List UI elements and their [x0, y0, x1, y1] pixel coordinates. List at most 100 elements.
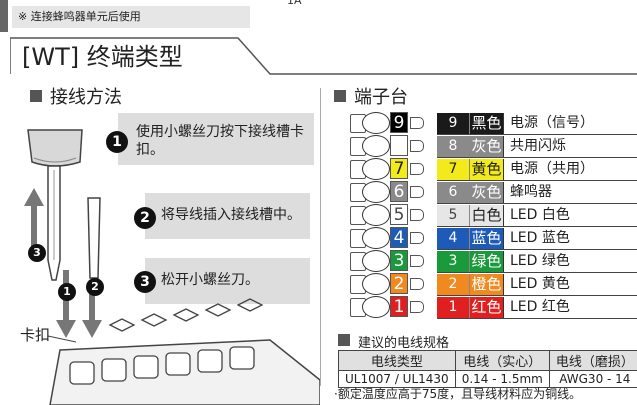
terminal-slot: 3 [350, 250, 428, 272]
spec-table: 电线类型 电线（实心） 电线（磨损） UL1007 / UL1430 0.14 … [338, 350, 637, 388]
spec-title: 建议的电线规格 [358, 336, 450, 351]
spec-heading: 建议的电线规格 [338, 332, 449, 351]
terminal-row-number: 7 [437, 159, 470, 180]
terminal-row-function: LED 红色 [510, 299, 570, 315]
top-right-text: 1A [287, 0, 302, 7]
spec-value-solid: 0.14 - 1.5mm [454, 370, 550, 388]
terminal-row-color: 蓝色 [470, 228, 504, 249]
terminal-row-color: 橙色 [470, 274, 504, 295]
slot-number: 5 [390, 204, 408, 225]
terminal-row-color: 灰色 [470, 182, 504, 203]
terminal-slot: 4 [350, 227, 428, 249]
slot-number: 1 [390, 296, 408, 317]
slot-hole [362, 227, 390, 249]
spec-header-solid: 电线（实心） [454, 350, 550, 371]
arrow-1-badge: 1 [58, 283, 76, 301]
slot-number: 9 [390, 112, 408, 133]
slot-hole [362, 296, 390, 318]
slot-pin [410, 186, 424, 198]
step-2-text: 将导线插入接线槽中。 [161, 207, 301, 223]
slot-pin [410, 117, 424, 129]
slot-number: 8 [390, 135, 408, 156]
terminal-row-function: LED 蓝色 [510, 230, 570, 246]
terminal-slot: 5 [350, 204, 428, 226]
slot-hole [362, 135, 390, 157]
slot-pin [410, 140, 424, 152]
slot-number: 3 [390, 250, 408, 271]
step-3-box: 松开小螺丝刀。 [145, 258, 310, 304]
spec-header-type: 电线类型 [338, 350, 456, 371]
step-1-box: 使用小螺丝刀按下接线槽卡扣。 [118, 113, 314, 165]
terminal-row-number: 4 [437, 228, 470, 249]
terminal-slot: 9 [350, 112, 428, 134]
slot-number: 7 [390, 158, 408, 179]
terminal-row-color: 绿色 [470, 251, 504, 272]
slot-number: 6 [390, 181, 408, 202]
spec-value-stranded: AWG30 - 14 [548, 370, 637, 388]
terminal-row-number: 1 [437, 297, 470, 318]
arrow-3-badge: 3 [28, 244, 46, 262]
square-bullet-icon [30, 90, 42, 102]
terminal-slot: 6 [350, 181, 428, 203]
terminal-row-number: 8 [437, 136, 470, 157]
slot-pin [410, 163, 424, 175]
terminal-row-function: LED 白色 [510, 207, 570, 223]
terminal-title: 端子台 [354, 87, 408, 108]
wiring-title: 接线方法 [50, 87, 122, 108]
spec-value-row: UL1007 / UL1430 0.14 - 1.5mm AWG30 - 14 [338, 370, 637, 388]
terminal-slot: 1 [350, 296, 428, 318]
terminal-row-color: 红色 [470, 297, 504, 318]
section-title: [WT] 终端类型 [22, 43, 183, 71]
terminal-row-color: 黄色 [470, 159, 504, 180]
top-note: ※ 连接蜂鸣器单元后使用 [12, 6, 250, 28]
spec-header-stranded: 电线（磨损） [548, 350, 637, 371]
slot-hole [362, 250, 390, 272]
slot-hole [362, 112, 390, 134]
terminal-row-color: 白色 [470, 205, 504, 226]
terminal-row-number: 5 [437, 205, 470, 226]
terminal-row-number: 2 [437, 274, 470, 295]
step-2-box: 将导线插入接线槽中。 [145, 193, 310, 239]
terminal-row-color: 黑色 [470, 113, 504, 134]
terminal-row-function: 共用闪烁 [510, 138, 566, 154]
terminal-row-function: 蜂鸣器 [510, 184, 552, 200]
slot-pin [410, 278, 424, 290]
terminal-row-number: 6 [437, 182, 470, 203]
slot-pin [410, 301, 424, 313]
terminal-row-function: LED 黄色 [510, 276, 570, 292]
top-bar-marker [0, 0, 8, 32]
square-bullet-icon [334, 90, 346, 102]
slot-hole [362, 204, 390, 226]
step-3-number: 3 [134, 271, 156, 293]
slot-number: 2 [390, 273, 408, 294]
terminal-slot: 7 [350, 158, 428, 180]
terminal-heading: 端子台 [334, 88, 408, 108]
arrow-2-badge: 2 [86, 278, 104, 296]
terminal-slot: 8 [350, 135, 428, 157]
section-tab-outline [10, 37, 637, 75]
slot-pin [410, 255, 424, 267]
terminal-row-function: LED 绿色 [510, 253, 570, 269]
column-divider [320, 88, 321, 386]
terminal-row-number: 9 [437, 113, 470, 134]
screwdriver-illustration [24, 129, 320, 405]
terminal-slot: 2 [350, 273, 428, 295]
slot-pin [410, 209, 424, 221]
slot-hole [362, 158, 390, 180]
step-1-number: 1 [106, 131, 128, 153]
spec-note: ·额定温度应高于75度，且导线材料应为铜线。 [334, 387, 582, 401]
clip-label: 卡扣 [20, 326, 51, 344]
step-1-text: 使用小螺丝刀按下接线槽卡扣。 [136, 124, 304, 158]
slot-hole [362, 181, 390, 203]
step-3-text: 松开小螺丝刀。 [161, 272, 259, 288]
